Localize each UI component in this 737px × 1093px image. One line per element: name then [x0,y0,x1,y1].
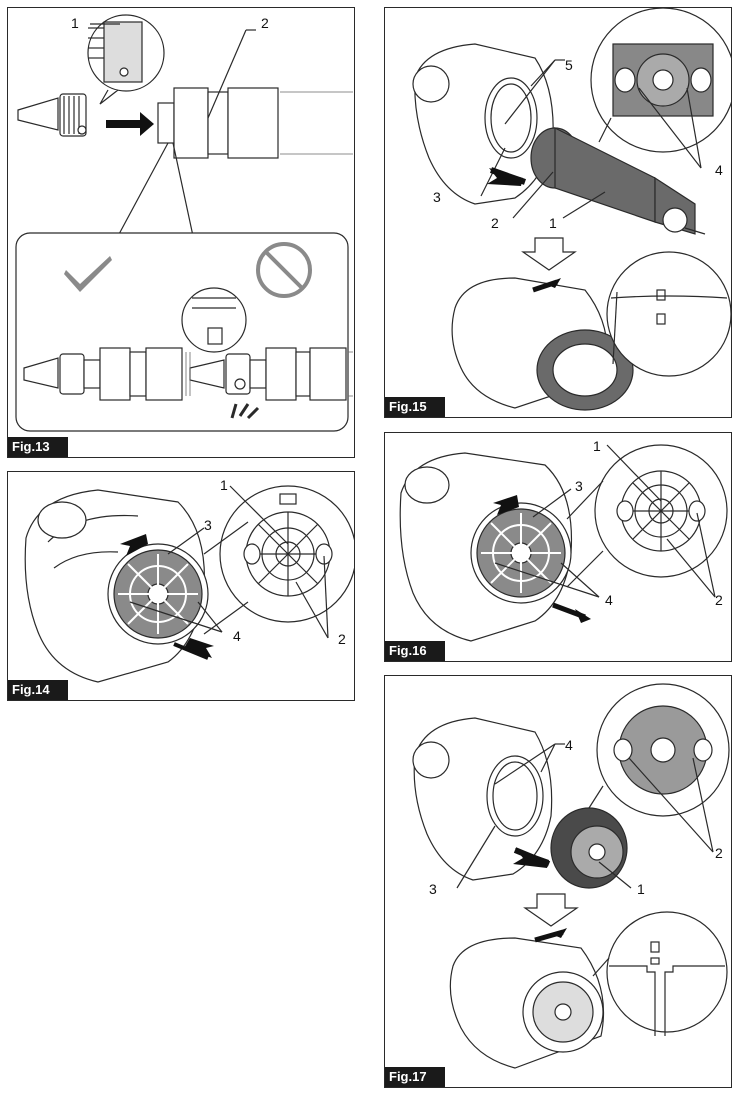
fig16-callout-2: 2 [715,592,723,608]
figure-17-panel: 4 3 1 2 Fig.17 [384,675,732,1088]
fig14-callout-2: 2 [338,631,346,647]
fig16-callout-1: 1 [593,438,601,454]
fig13-label: Fig.13 [8,437,68,457]
figure-15-panel: 5 3 2 1 4 Fig.15 [384,7,732,418]
fig13-callout-1: 1 [71,15,79,31]
fig16-callout-4: 4 [605,592,613,608]
fig17-callout-4: 4 [565,737,573,753]
fig17-callout-2: 2 [715,845,723,861]
fig14-label: Fig.14 [8,680,68,700]
fig15-callout-5: 5 [565,57,573,73]
check-icon [64,256,112,292]
fig17-illustration [412,683,730,1069]
fig15-illustration [412,8,731,411]
fig14-callout-3: 3 [204,517,212,533]
fig14-callout-1: 1 [220,477,228,493]
fig13-callout-2: 2 [261,15,269,31]
fig16-callout-3: 3 [575,478,583,494]
fig17-callout-1: 1 [637,881,645,897]
fig15-label: Fig.15 [385,397,445,417]
fig16-illustration [399,444,728,642]
figure-16-panel: 1 3 4 2 Fig.16 [384,432,732,662]
fig15-callout-2: 2 [491,215,499,231]
fig17-callout-3: 3 [429,881,437,897]
fig17-label: Fig.17 [385,1067,445,1087]
fig13-illustration [15,14,353,432]
fig16-label: Fig.16 [385,641,445,661]
figure-13-panel: 1 2 Fig.13 [7,7,355,458]
fig14-illustration [24,485,354,683]
fig15-callout-1: 1 [549,215,557,231]
fig14-callout-4: 4 [233,628,241,644]
fig15-callout-4: 4 [715,162,723,178]
fig15-callout-3: 3 [433,189,441,205]
figure-14-panel: 1 3 4 2 Fig.14 [7,471,355,701]
prohibited-icon [256,242,312,298]
